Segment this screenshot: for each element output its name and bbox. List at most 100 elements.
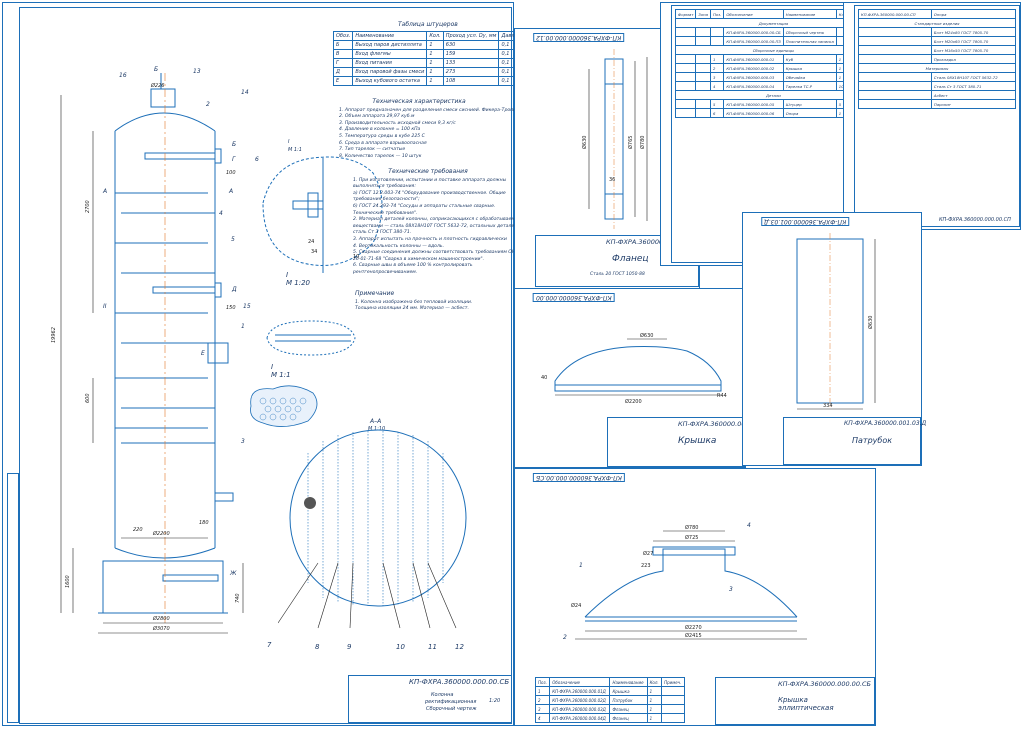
cell: Болт М16х50 ГОСТ 7805-70 [930, 45, 1017, 55]
stamp-title-3: Сборочный чертеж [426, 706, 477, 712]
cell: Е [332, 76, 354, 86]
tech-req-line: а) ГОСТ 12.2.003-74 "Оборудование произв… [353, 190, 506, 196]
section-a-a: А–А М 1:10 [278, 418, 467, 629]
section-title: Материалы [858, 63, 1016, 73]
cell: Г [332, 58, 354, 68]
cell: Прокладка [930, 54, 1017, 64]
cell: 1 [646, 704, 663, 714]
cell: 108 [442, 76, 500, 86]
cover-sheet[interactable]: КП-ФХРА.360000.000.00 Ø630 Ø2200 40 R44 … [514, 288, 760, 468]
cell: 630 [442, 40, 500, 50]
svg-text:Ø630: Ø630 [867, 316, 874, 329]
svg-text:II: II [103, 303, 107, 310]
ellip-title-block: КП-ФХРА.360000.000.00.СБ Крышка эллиптич… [715, 677, 875, 725]
svg-text:6: 6 [255, 156, 259, 163]
cell: Фланец [609, 713, 648, 723]
section-title: Детали [675, 90, 872, 100]
cell: Фланец [609, 704, 648, 714]
stamp-scale: 1:20 [489, 698, 501, 704]
ellip-stamp-code: КП-ФХРА.360000.000.00.СБ [778, 680, 872, 688]
spec-sheet-2-frame [854, 5, 1020, 227]
cell: КП-ФХРА.360000.000.03 [723, 72, 784, 82]
left-border-strip [7, 473, 19, 723]
svg-text:3: 3 [241, 438, 245, 445]
svg-text:Г: Г [232, 156, 236, 163]
leader-9: 9 [347, 643, 352, 651]
cell: 273 [442, 67, 500, 77]
tray-detail [266, 320, 356, 356]
view-scale-ii: М 1:1 [271, 371, 291, 379]
svg-text:Ø226: Ø226 [150, 82, 164, 89]
col-name: Наименование [609, 677, 648, 687]
section-row: Стандартные изделия [858, 18, 1016, 28]
svg-text:Б: Б [154, 66, 158, 73]
col-pos: Поз. [709, 9, 725, 19]
cell: Вход флегмы [352, 49, 428, 59]
cell: КП-ФХРА.360000.000.04 [723, 81, 784, 91]
col-note: Примеч. [661, 677, 685, 687]
svg-text:А: А [228, 188, 233, 195]
section-row: Материалы [858, 63, 1016, 73]
svg-text:2700: 2700 [85, 200, 91, 213]
col-name: Наименование [352, 31, 428, 41]
flange-material: Сталь 20 ГОСТ 1050-88 [590, 272, 645, 277]
svg-text:Ø780: Ø780 [685, 524, 698, 531]
cell: Куб [782, 54, 837, 64]
section-title: Документация [675, 18, 872, 28]
main-assembly-sheet[interactable]: 19962 2700 600 1600 740 Ø2800 Ø3070 Ø220… [2, 2, 564, 726]
cell: Выход кубового остатка [352, 76, 428, 86]
svg-text:334: 334 [823, 403, 833, 409]
stamp-code: КП-ФХРА.360000.000.00.СБ [409, 678, 510, 686]
cell: Вход паровой фазы смеси [352, 67, 428, 77]
table-row: Паронит [858, 99, 1017, 109]
tech-req-line: рентгенопросвечиванием. [353, 269, 418, 275]
tech-req-line: сталь Ст 3 ГОСТ 380-71. [353, 230, 412, 236]
table-row: Болт М16х50 ГОСТ 7805-70 [858, 45, 1017, 55]
svg-text:3: 3 [729, 586, 733, 593]
svg-text:5: 5 [231, 236, 235, 243]
svg-text:М 1:1: М 1:1 [288, 147, 302, 153]
tech-char-line: 6. Среда в аппарате взрывоопасная [339, 140, 427, 146]
cover-title-block: КП-ФХРА.360000.000.00 Крышка [607, 417, 760, 467]
cell: Тарелка ТС-Р [782, 81, 837, 91]
cell: 1 [426, 40, 444, 50]
svg-text:24: 24 [308, 239, 314, 245]
cell: 1 [426, 58, 444, 68]
section-title: Стандартные изделия [858, 18, 1016, 28]
cell: Патрубок [609, 695, 648, 705]
svg-text:Ø2200: Ø2200 [625, 398, 642, 405]
cell: КП-ФХРА.360000.000.03Д [549, 704, 611, 714]
cell: 4 [534, 713, 551, 723]
svg-text:19962: 19962 [51, 327, 57, 343]
svg-text:Д: Д [231, 286, 237, 293]
tech-char-line: 2. Объем аппарата 29,97 куб.м [339, 114, 415, 120]
column-drawing: 19962 2700 600 1600 740 Ø2800 Ø3070 Ø220… [51, 66, 259, 634]
tech-req-line: 3. Аппарат испытать на прочность и плотн… [353, 236, 507, 242]
flange-stamp-code: КП-ФХРА.360000.000.00.12 [606, 238, 699, 246]
detail-view-1: I М 1:1 24 34 10 [262, 139, 383, 273]
svg-text:Ø24: Ø24 [571, 602, 581, 609]
cell: В [332, 49, 354, 59]
svg-text:Ø2200: Ø2200 [152, 530, 170, 537]
svg-text:Ø765: Ø765 [627, 136, 634, 149]
tech-req-line: 4. Вертикальность колонны — вдоль. [353, 243, 445, 249]
svg-text:R44: R44 [717, 393, 727, 399]
cell: Д [332, 67, 354, 77]
nozzle-table-title: Таблица штуцеров [398, 21, 458, 28]
svg-text:Ø2415: Ø2415 [685, 632, 702, 639]
elliptical-cover-sheet[interactable]: КП-ФХРА.360000.000.00.СБ Ø780 Ø725 Ø27 2… [514, 468, 876, 726]
pipe-sheet[interactable]: КП-ФХРА.360000.001.03.Д Ø630 334 КП-ФХРА… [742, 212, 926, 466]
svg-text:34: 34 [311, 249, 317, 255]
leader-11: 11 [428, 643, 437, 651]
svg-text:Ø3070: Ø3070 [152, 625, 170, 632]
cell: 1 [709, 54, 725, 64]
cover-drawing: Ø630 Ø2200 40 R44 [541, 332, 727, 405]
